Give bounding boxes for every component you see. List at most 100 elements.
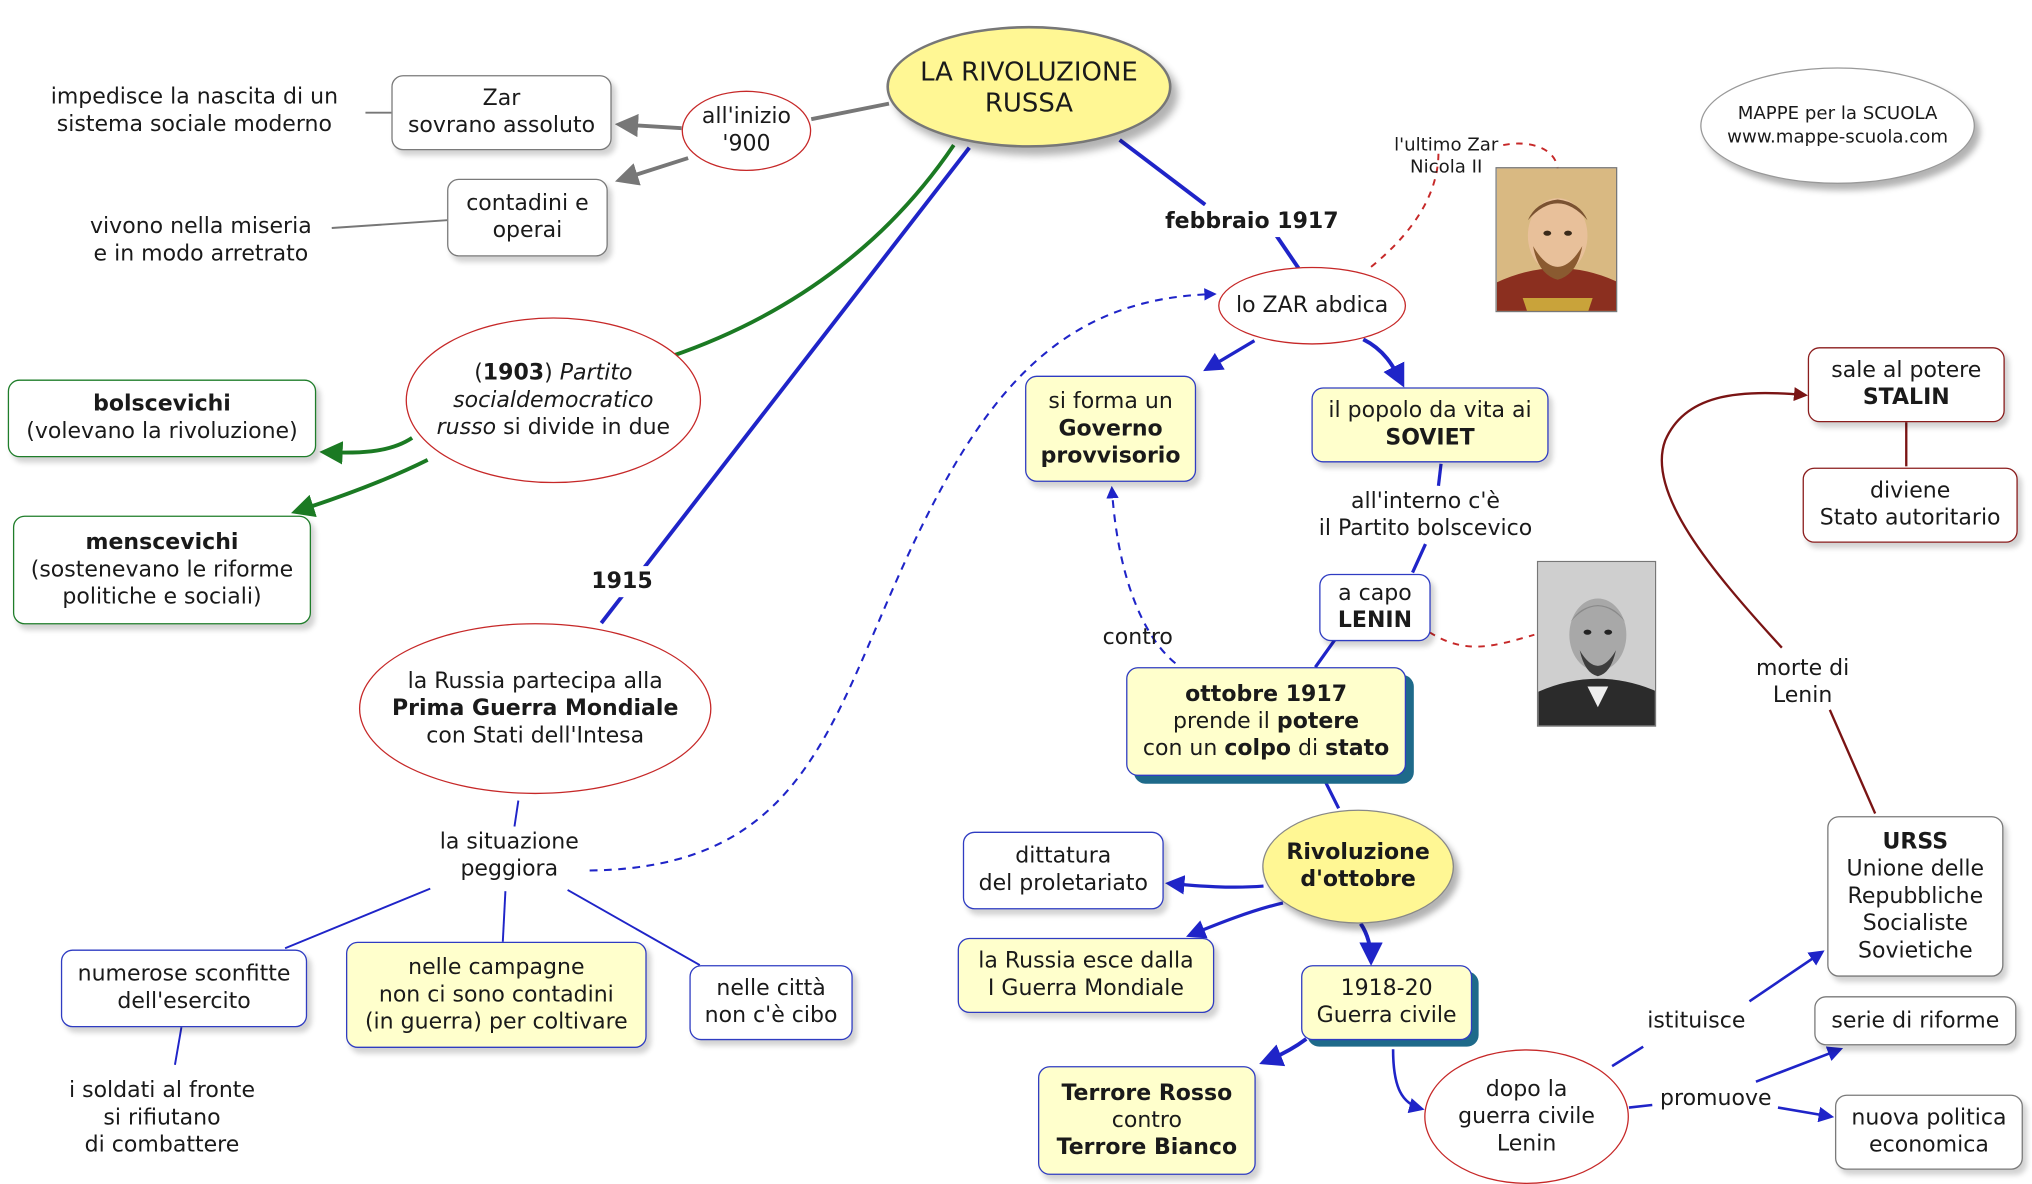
bolscevichi-box: bolscevichi (volevano la rivoluzione) <box>7 379 317 458</box>
title-line2: RUSSA <box>984 86 1073 118</box>
inizio-line1: all'inizio <box>701 103 792 130</box>
partito-t2: socialdemocratico <box>453 386 654 413</box>
campagne-line2: non ci sono contadini <box>378 981 614 1008</box>
ultimo-zar-line1: l'ultimo Zar <box>1394 134 1499 156</box>
civile-line1: 1918-20 <box>1340 975 1433 1002</box>
zar-effect-line1: impedisce la nascita di un <box>50 84 339 111</box>
label-febbraio-1917: febbraio 1917 <box>1158 205 1346 238</box>
terrore-line3: Terrore Bianco <box>1056 1134 1238 1161</box>
ultimo-zar-label: l'ultimo Zar Nicola II <box>1376 133 1516 180</box>
soldati-line1: i soldati al fronte <box>68 1077 256 1104</box>
bolscevichi-name: bolscevichi <box>93 391 231 418</box>
nicola-portrait-image <box>1496 168 1616 311</box>
dopo-line1: dopo la <box>1485 1075 1568 1102</box>
stato-autoritario-box: diviene Stato autoritario <box>1802 467 2018 543</box>
stalin-line1: sale al potere <box>1831 357 1982 384</box>
campagne-line3: (in guerra) per coltivare <box>364 1008 628 1035</box>
lenin-portrait <box>1536 560 1657 727</box>
morte-line2: Lenin <box>1772 682 1833 709</box>
dopo-line2: guerra civile <box>1458 1103 1595 1129</box>
stalin-line2: STALIN <box>1862 384 1950 411</box>
nep-line1: nuova politica <box>1851 1104 2007 1131</box>
prima-guerra-node: la Russia partecipa alla Prima Guerra Mo… <box>358 623 712 795</box>
contadini-effect-line1: vivono nella miseria <box>90 213 312 240</box>
morte-line1: morte di <box>1755 655 1850 682</box>
ottobre-l3a: con un <box>1142 735 1225 762</box>
partito-t3: russo <box>436 413 497 440</box>
partito-open: ( <box>474 359 483 386</box>
ottobre-line3: con un colpo di stato <box>1143 735 1389 762</box>
contadini-effect-line2: e in modo arretrato <box>93 240 309 267</box>
urss-box: URSS Unione delle Repubbliche Socialiste… <box>1827 816 2004 977</box>
lenin-portrait-image <box>1538 562 1655 726</box>
credit-line2: www.mappe-scuola.com <box>1727 126 1949 148</box>
soviet-line2: SOVIET <box>1385 424 1475 451</box>
governo-line1: si forma un <box>1048 387 1173 414</box>
governo-line2: Governo <box>1058 415 1163 442</box>
riforme-box: serie di riforme <box>1814 996 2017 1046</box>
soviet-box: il popolo da vita ai SOVIET <box>1311 387 1549 463</box>
istituisce-label: istituisce <box>1647 1007 1746 1034</box>
soldati-text: i soldati al fronte si rifiutano di comb… <box>52 1075 272 1160</box>
ottobre-line2: prende il potere <box>1173 708 1359 735</box>
urss-line4: Socialiste <box>1862 910 1968 936</box>
urss-line1: URSS <box>1882 828 1949 855</box>
bolscevichi-desc: (volevano la rivoluzione) <box>26 418 298 445</box>
situazione-peggiora: la situazione peggiora <box>421 826 597 886</box>
capo-line1: a capo <box>1338 580 1412 607</box>
terrore-box: Terrore Rosso contro Terrore Bianco <box>1038 1066 1256 1175</box>
governo-line3: provvisorio <box>1040 442 1181 469</box>
ottobre-l3b: colpo <box>1224 735 1292 762</box>
partito-bolscevico-text: all'interno c'è il Partito bolscevico <box>1309 486 1542 546</box>
soldati-line2: si rifiutano <box>103 1104 221 1131</box>
capo-line2: LENIN <box>1337 607 1413 634</box>
interno-line1: all'interno c'è <box>1351 488 1500 515</box>
inizio-line2: '900 <box>722 130 771 157</box>
guerra-line1: la Russia partecipa alla <box>407 667 663 694</box>
nep-box: nuova politica economica <box>1834 1094 2023 1170</box>
citta-line1: nelle città <box>716 975 826 1002</box>
esce-line1: la Russia esce dalla <box>978 948 1194 975</box>
inizio-900-node: all'inizio '900 <box>681 90 812 171</box>
urss-line2: Unione delle <box>1846 855 1985 882</box>
soviet-line1: il popolo da vita ai <box>1328 397 1532 424</box>
governo-provvisorio-box: si forma un Governo provvisorio <box>1025 375 1197 482</box>
partito-line3: russo si divide in due <box>437 414 670 441</box>
menscevichi-box: menscevichi (sostenevano le riforme poli… <box>12 515 312 625</box>
stalin-box: sale al potere STALIN <box>1807 347 2005 423</box>
contadini-effect-text: vivono nella miseria e in modo arretrato <box>71 212 330 269</box>
ottobre-l3d: stato <box>1325 735 1390 762</box>
civile-line2: Guerra civile <box>1316 1002 1457 1029</box>
ultimo-zar-line2: Nicola II <box>1410 156 1483 178</box>
campagne-box: nelle campagne non ci sono contadini (in… <box>346 941 647 1048</box>
citta-box: nelle città non c'è cibo <box>689 965 853 1041</box>
nicola-ii-portrait <box>1495 167 1618 313</box>
dopo-line3: Lenin <box>1496 1130 1557 1157</box>
partito-line1: (1903) Partito <box>474 359 632 386</box>
rivoluzione-line1: Rivoluzione <box>1286 839 1430 866</box>
esce-line2: I Guerra Mondiale <box>987 975 1184 1002</box>
zar-sovrano-box: Zar sovrano assoluto <box>391 75 612 151</box>
title-ellipse: LA RIVOLUZIONE RUSSA <box>886 25 1172 148</box>
partito-close: ) <box>544 359 553 386</box>
label-1915: 1915 <box>583 566 661 598</box>
menscevichi-desc1: (sostenevano le riforme <box>30 556 294 583</box>
zar-box-line1: Zar <box>482 85 521 112</box>
zar-effect-line2: sistema sociale moderno <box>56 111 332 138</box>
interno-line2: il Partito bolscevico <box>1318 515 1533 542</box>
esce-guerra-box: la Russia esce dalla I Guerra Mondiale <box>957 937 1215 1014</box>
partito-1903-node: (1903) Partito socialdemocratico russo s… <box>405 317 702 484</box>
dopo-guerra-civile-node: dopo la guerra civile Lenin <box>1424 1049 1629 1184</box>
zar-box-line2: sovrano assoluto <box>407 112 596 139</box>
contadini-operai-box: contadini e operai <box>447 178 608 257</box>
zar-abdica-node: lo ZAR abdica <box>1218 266 1407 345</box>
contadini-line2: operai <box>492 217 563 244</box>
ottobre-line1: ottobre 1917 <box>1185 680 1348 707</box>
autoritario-line1: diviene <box>1869 478 1951 504</box>
terrore-line1: Terrore Rosso <box>1061 1079 1233 1106</box>
nep-line2: economica <box>1869 1132 1989 1159</box>
ottobre-1917-box: ottobre 1917 prende il potere con un col… <box>1126 667 1407 776</box>
morte-lenin-label: morte di Lenin <box>1743 654 1862 711</box>
menscevichi-name: menscevichi <box>85 529 239 556</box>
